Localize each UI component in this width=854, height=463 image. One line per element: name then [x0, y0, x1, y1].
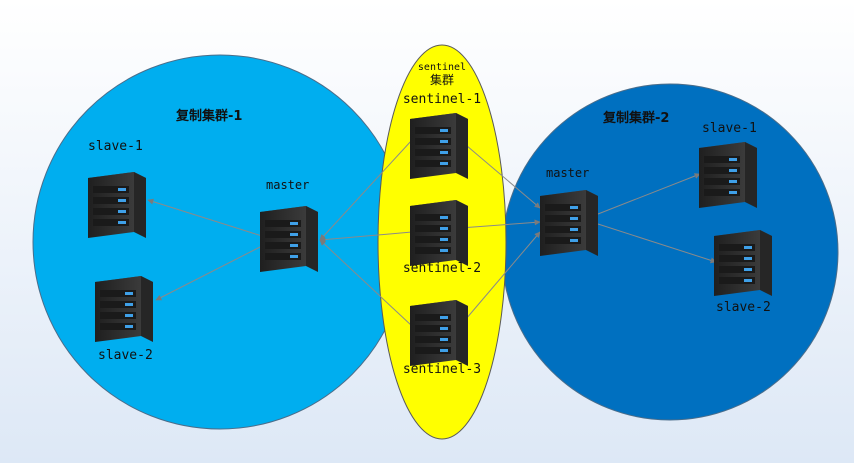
links: [147, 139, 717, 327]
label-right-master: master: [546, 166, 589, 180]
link-sentinel2-right-master: [459, 219, 541, 229]
link-sentinel1-right-master: [459, 139, 541, 209]
server-left-master[interactable]: [260, 206, 318, 272]
server-sentinel3[interactable]: [410, 300, 468, 366]
server-icon: [699, 142, 757, 208]
cluster-2-title: 复制集群-2: [602, 110, 669, 126]
server-icon: [410, 113, 468, 179]
server-icon: [540, 190, 598, 256]
server-sentinel2[interactable]: [410, 200, 468, 266]
label-left-master: master: [266, 178, 309, 192]
server-icon: [95, 276, 153, 342]
server-icon: [410, 200, 468, 266]
label-left-slave2: slave-2: [98, 348, 153, 363]
server-left-slave1[interactable]: [88, 172, 146, 238]
link-sentinel1-left-master: [319, 139, 413, 241]
sentinel-cluster-title-line1: sentinel: [418, 62, 466, 73]
label-sentinel3: sentinel-3: [403, 362, 481, 377]
label-sentinel1: sentinel-1: [403, 92, 481, 107]
link-right-master-slave2: [597, 223, 717, 264]
link-right-master-slave1: [597, 173, 701, 215]
link-left-master-slave1: [147, 198, 263, 237]
cluster-1-title: 复制集群-1: [175, 108, 242, 124]
link-sentinel3-left-master: [319, 239, 413, 327]
server-right-slave2[interactable]: [714, 230, 772, 296]
server-icon: [260, 206, 318, 272]
server-icon: [714, 230, 772, 296]
link-sentinel3-right-master: [459, 231, 541, 327]
server-right-master[interactable]: [540, 190, 598, 256]
server-sentinel1[interactable]: [410, 113, 468, 179]
server-left-slave2[interactable]: [95, 276, 153, 342]
label-sentinel2: sentinel-2: [403, 261, 481, 276]
server-right-slave1[interactable]: [699, 142, 757, 208]
link-sentinel2-left-master: [319, 231, 413, 243]
server-icon: [410, 300, 468, 366]
label-left-slave1: slave-1: [88, 139, 143, 154]
link-left-master-slave2: [155, 245, 263, 301]
sentinel-cluster-title-line2: 集群: [430, 72, 454, 87]
server-icon: [88, 172, 146, 238]
label-right-slave2: slave-2: [716, 300, 771, 315]
label-right-slave1: slave-1: [702, 121, 757, 136]
